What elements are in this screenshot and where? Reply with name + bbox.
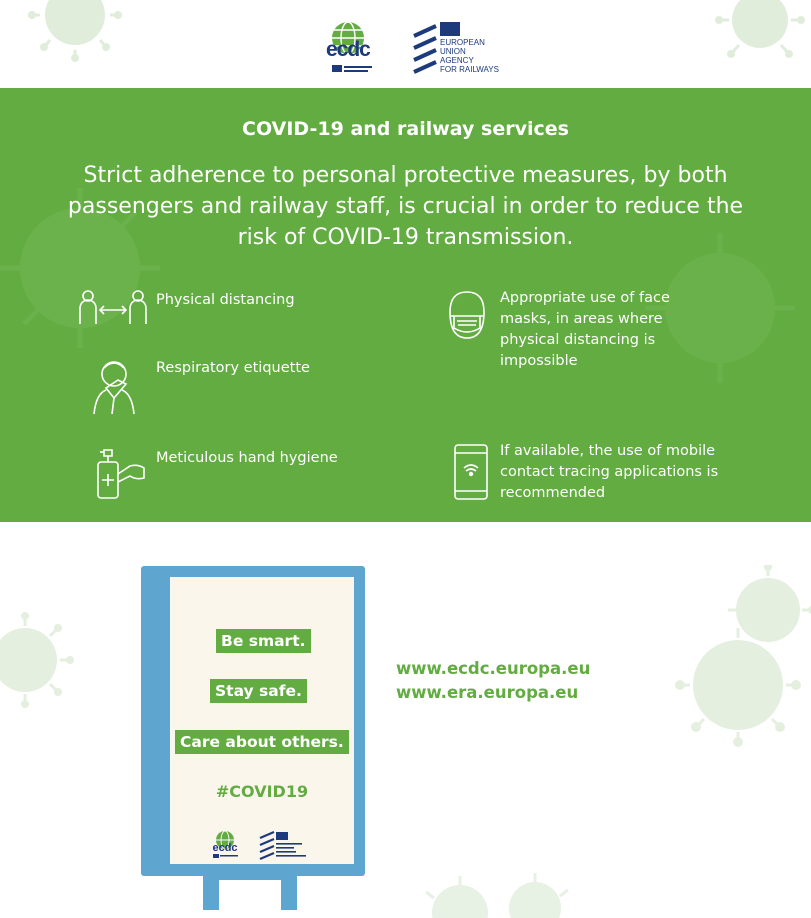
measure-face-masks: Appropriate use of face masks, in areas …	[446, 288, 766, 378]
svg-text:ecdc: ecdc	[212, 842, 237, 854]
poster-stand-inner	[219, 880, 281, 910]
band-title: COVID-19 and railway services	[242, 118, 569, 140]
ecdc-logo-icon	[332, 21, 372, 72]
eu-flag-icon	[440, 22, 460, 36]
physical-distancing-icon	[79, 290, 147, 324]
measure-hand-hygiene: Meticulous hand hygiene	[96, 448, 416, 504]
measure-text: Respiratory etiquette	[156, 360, 310, 376]
mobile-phone-icon	[454, 444, 488, 500]
ecdc-logo-icon: ecdc	[212, 830, 238, 858]
measure-text: Physical distancing	[156, 292, 295, 308]
virus-decoration-icon	[0, 188, 160, 348]
link-era-website[interactable]: www.era.europa.eu	[396, 683, 579, 702]
measure-physical-distancing: Physical distancing	[78, 290, 408, 330]
slogan-stay-safe: Stay safe.	[210, 679, 307, 703]
slogan-be-smart: Be smart.	[216, 629, 311, 653]
measures-band: COVID-19 and railway services Strict adh…	[0, 88, 811, 522]
measure-contact-tracing: If available, the use of mobile contact …	[453, 441, 773, 511]
measure-respiratory-etiquette: Respiratory etiquette	[92, 358, 412, 418]
poster-panel	[170, 577, 354, 864]
measure-text: Meticulous hand hygiene	[156, 450, 338, 466]
ecdc-logo-text: ecdc	[326, 38, 371, 61]
measure-text: Appropriate use of face masks, in areas …	[500, 290, 670, 369]
poster-hashtag: #COVID19	[215, 782, 309, 801]
eu-agency-railways-logo-icon	[259, 830, 306, 861]
band-lead-text: Strict adherence to personal protective …	[67, 163, 744, 250]
virus-decoration-icon	[675, 565, 811, 747]
header-logos: ecdc EUROPEAN UNION AGENCY FOR RAILWAYS	[318, 18, 518, 78]
virus-decoration-icon	[0, 612, 74, 708]
virus-decoration-icon	[715, 0, 805, 58]
virus-decoration-icon	[425, 873, 569, 918]
slogan-care-about-others: Care about others.	[175, 730, 349, 754]
face-mask-icon	[449, 291, 485, 339]
virus-decoration-icon	[645, 233, 795, 383]
link-ecdc-website[interactable]: www.ecdc.europa.eu	[396, 659, 591, 678]
eu-agency-railways-logo-icon	[413, 24, 437, 74]
era-logo-text: EUROPEAN UNION AGENCY FOR RAILWAYS	[440, 38, 499, 74]
respiratory-etiquette-icon	[93, 361, 135, 415]
virus-decoration-icon	[28, 0, 122, 62]
measure-text: If available, the use of mobile contact …	[500, 443, 719, 501]
hand-hygiene-icon	[97, 449, 145, 499]
